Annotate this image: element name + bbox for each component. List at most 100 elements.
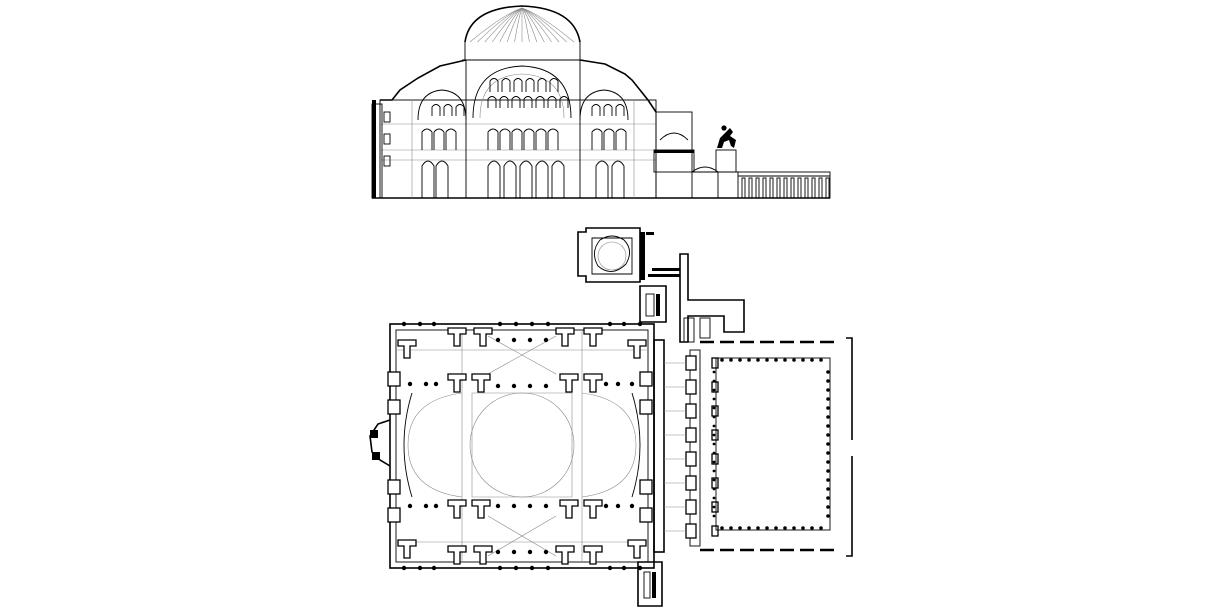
column xyxy=(407,503,413,509)
column xyxy=(621,321,627,327)
column xyxy=(417,565,423,571)
section-window xyxy=(431,104,441,116)
narthex-pier xyxy=(685,379,697,395)
atrium-column xyxy=(810,358,814,362)
colonnade xyxy=(737,171,831,199)
narthex-pier xyxy=(685,427,697,443)
section-window xyxy=(489,78,499,92)
column xyxy=(423,381,429,387)
atrium-column xyxy=(826,388,830,392)
wall-pier xyxy=(639,371,653,387)
column xyxy=(527,503,533,509)
pier xyxy=(555,545,575,565)
atrium-column xyxy=(712,424,716,428)
column xyxy=(637,321,643,327)
atrium-column xyxy=(738,526,742,530)
atrium-column xyxy=(826,451,830,455)
section-window xyxy=(523,96,533,108)
wall-pier xyxy=(639,479,653,495)
ground-arch xyxy=(519,160,533,198)
column xyxy=(545,321,551,327)
narthex-pier xyxy=(711,477,719,489)
section-window xyxy=(615,104,625,116)
atrium-column xyxy=(826,433,830,437)
atrium-column xyxy=(826,514,830,518)
atrium-column xyxy=(774,358,778,362)
equestrian-statue-icon xyxy=(715,125,737,173)
atrium-column xyxy=(826,406,830,410)
wall-pier xyxy=(387,399,401,415)
ground-arch xyxy=(487,160,501,198)
section-window xyxy=(455,104,465,116)
column xyxy=(543,337,549,343)
atrium-column xyxy=(826,496,830,500)
column xyxy=(629,503,635,509)
colonnade-post xyxy=(769,177,774,199)
piers xyxy=(387,327,653,565)
atrium-column xyxy=(747,358,751,362)
column xyxy=(401,565,407,571)
atrium-column xyxy=(765,526,769,530)
narthex-pier xyxy=(685,451,697,467)
atrium-column xyxy=(712,370,716,374)
atrium-column xyxy=(756,358,760,362)
column xyxy=(513,321,519,327)
colonnade-post xyxy=(762,177,767,199)
atrium-column xyxy=(712,478,716,482)
narthex-pier xyxy=(685,355,697,371)
section-window xyxy=(549,78,559,92)
column xyxy=(603,503,609,509)
colonnade-post xyxy=(783,177,788,199)
atrium-column xyxy=(826,415,830,419)
atrium-column xyxy=(774,526,778,530)
section-window xyxy=(511,96,521,108)
colonnade-post xyxy=(776,177,781,199)
side-window xyxy=(383,133,391,145)
atrium-column xyxy=(826,505,830,509)
column xyxy=(495,549,501,555)
column xyxy=(433,503,439,509)
column xyxy=(401,321,407,327)
column xyxy=(527,337,533,343)
pier xyxy=(627,539,647,559)
gallery-arch xyxy=(547,128,559,150)
section-window xyxy=(443,104,453,116)
baptistery xyxy=(577,227,680,283)
gallery-arch xyxy=(445,128,457,150)
pier xyxy=(627,339,647,359)
column xyxy=(527,383,533,389)
narthex-pier xyxy=(711,405,719,417)
atrium-column xyxy=(826,379,830,383)
column xyxy=(497,321,503,327)
colonnade-post xyxy=(825,177,830,199)
column xyxy=(529,321,535,327)
section-window xyxy=(499,96,509,108)
column xyxy=(615,381,621,387)
wall-pier xyxy=(639,399,653,415)
narthex-pier xyxy=(711,525,719,537)
section-view xyxy=(371,5,831,199)
atrium-column xyxy=(712,379,716,383)
atrium-column xyxy=(729,358,733,362)
ground-arch xyxy=(595,160,609,198)
atrium-column xyxy=(720,526,724,530)
southwest-vestibule xyxy=(637,561,663,607)
right-annex xyxy=(653,111,738,199)
column xyxy=(495,503,501,509)
gallery-arch xyxy=(421,128,433,150)
column xyxy=(543,383,549,389)
plan-view xyxy=(369,227,853,607)
colonnade-post xyxy=(797,177,802,199)
atrium-column xyxy=(792,526,796,530)
pier xyxy=(447,499,467,519)
column xyxy=(407,381,413,387)
gallery-arch xyxy=(499,128,511,150)
narthex xyxy=(653,339,719,553)
left-buttress xyxy=(371,100,383,199)
section-window xyxy=(547,96,557,108)
pier xyxy=(447,373,467,393)
column xyxy=(511,549,517,555)
ground-arch xyxy=(611,160,625,198)
gallery-arch xyxy=(591,128,603,150)
